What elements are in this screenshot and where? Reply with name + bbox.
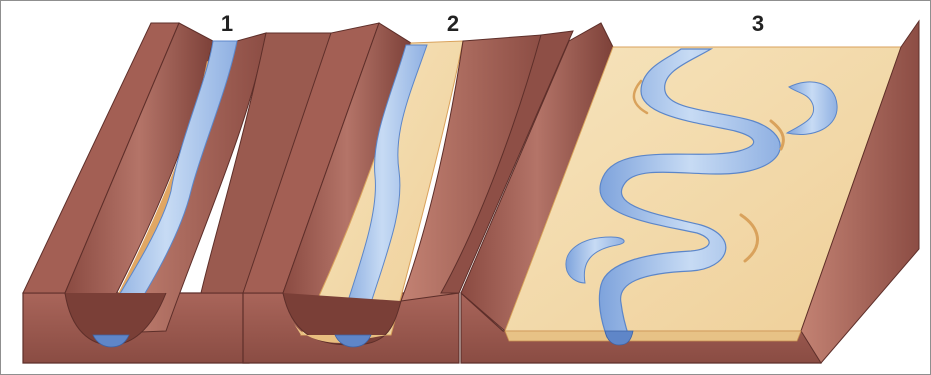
stage-2-label: 2 (447, 11, 459, 36)
stage-1-label: 1 (221, 11, 233, 36)
stage-3-plain-section (505, 331, 801, 341)
stage-3-label: 3 (752, 11, 764, 36)
